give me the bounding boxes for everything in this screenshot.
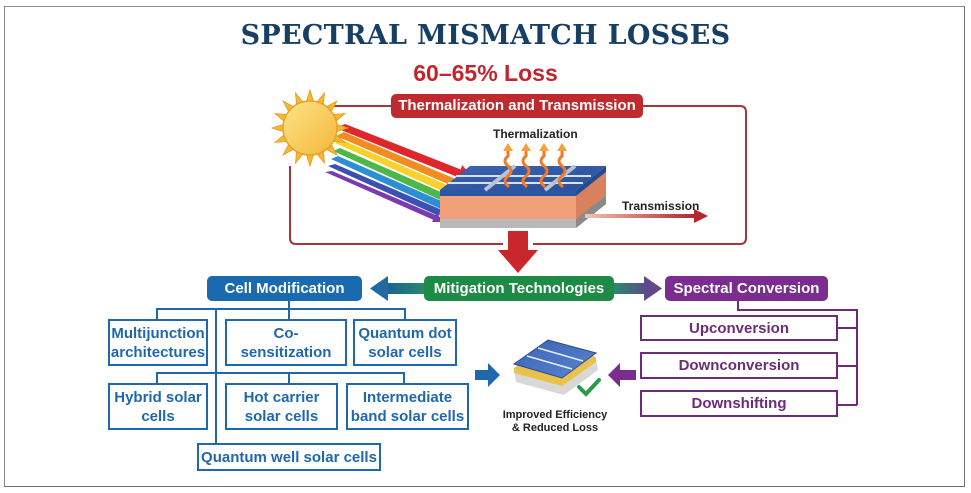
transmission-label: Transmission [622,199,700,213]
loss-percentage: 60–65% Loss [413,60,558,86]
arrow-to-cell-modification [370,276,426,301]
thermalization-transmission-label: Thermalization and Transmission [391,94,643,118]
item-upconversion: Upconversion [640,315,838,341]
thermalization-label: Thermalization [493,127,578,141]
item-line: cells [141,407,175,425]
item-line: architectures [110,343,206,361]
mitigation-technologies-label: Mitigation Technologies [424,276,614,301]
heat-wave [503,146,513,188]
heat-wave [557,146,567,188]
item-line: Co- [273,324,299,342]
blue-arrow-icon [475,363,500,387]
cell-modification-label: Cell Modification [207,276,362,301]
item-line: band solar cells [350,407,465,425]
heat-wave [521,146,531,188]
heat-wave-icon [503,143,567,188]
spectral-conversion-label: Spectral Conversion [665,276,828,301]
heat-wave-arrowhead [557,143,567,151]
purple-arrow-icon [608,363,636,387]
solar-panel-icon [440,164,606,228]
outcome-line2: & Reduced Loss [511,422,599,434]
checkmark-icon [577,378,601,397]
page-title: SPECTRAL MISMATCH LOSSES [240,20,731,51]
outcome-line1: Improved Efficiency [502,409,608,421]
item-line: sensitization [240,343,332,361]
item-line: Hot carrier [243,388,320,406]
item-line: Multijunction [111,324,205,342]
heat-wave-arrowhead [539,143,549,151]
improved-solar-cell-icon [512,339,598,395]
heat-wave [539,146,549,188]
item-co-sensitization: Co-sensitization [225,319,347,366]
item-line: Hybrid solar [114,388,202,406]
item-line: solar cells [368,343,442,361]
item-downconversion: Downconversion [640,352,838,379]
item-line: Quantum dot [358,324,452,342]
transmission-arrow-icon [585,209,708,223]
item-line: Intermediate [362,388,453,406]
item-downshifting: Downshifting [640,390,838,417]
spectral-conversion-tree-lines [737,301,858,406]
arrow-to-spectral-conversion [613,276,662,301]
item-line: Quantum well solar cells [201,448,377,466]
item-quantum-well-solar-cells: Quantum well solar cells [197,443,381,471]
loss-frame-lines [289,105,747,245]
heat-wave-arrowhead [521,143,531,151]
down-arrow-icon [498,231,538,273]
rainbow-light-icon [325,124,472,222]
sun-icon [270,88,350,168]
outcome-label: Improved Efficiency & Reduced Loss [495,409,615,435]
heat-wave-arrowhead [503,143,513,151]
item-line: solar cells [244,407,319,425]
cell-modification-tree-lines [156,301,406,446]
